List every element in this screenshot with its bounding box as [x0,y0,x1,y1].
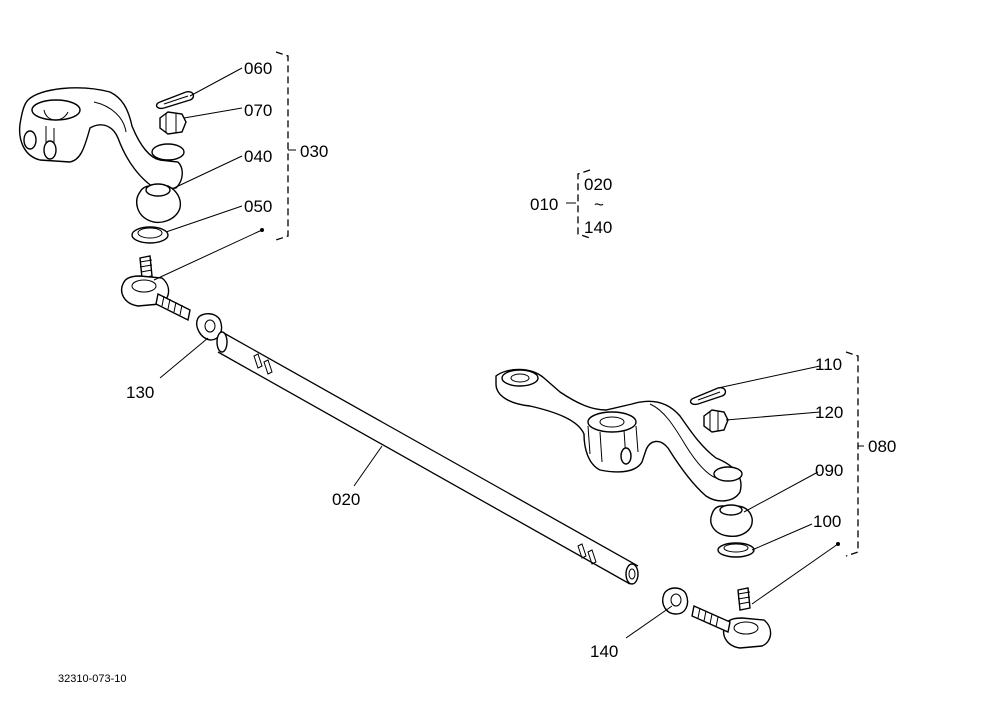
right-tie-rod-end [691,587,772,649]
cotter-pin-060 [155,90,195,110]
label-tilde: ~ [594,195,604,214]
label-050: 050 [244,197,272,216]
castle-nut-120 [703,409,729,433]
label-130: 130 [126,383,154,402]
label-020: 020 [332,490,360,509]
label-100: 100 [813,512,841,531]
label-020-range: 020 [584,175,612,194]
dust-seal-040 [136,183,182,224]
label-070: 070 [244,101,272,120]
cotter-pin-110 [689,386,727,406]
label-090: 090 [815,461,843,480]
dust-seal-090 [710,504,753,537]
left-tie-rod-end [120,255,191,322]
label-120: 120 [815,403,843,422]
left-knuckle-arm [18,87,185,191]
label-140: 140 [590,642,618,661]
drawing-number: 32310-073-10 [58,673,127,685]
tie-rod-020 [216,331,639,585]
leader-dot-left [260,228,264,232]
castle-nut-070 [159,111,187,135]
label-080: 080 [868,437,896,456]
label-060: 060 [244,59,272,78]
right-knuckle-arm [495,368,743,502]
label-040: 040 [244,147,272,166]
bracket-080 [845,351,864,557]
label-140-range: 140 [584,218,612,237]
label-010: 010 [530,195,558,214]
leader-lines [153,67,839,639]
ring-100 [717,542,755,558]
leader-dot-right [836,542,840,546]
bracket-010 [577,169,591,239]
label-110: 110 [815,355,842,374]
bracket-030 [275,51,296,241]
ring-050 [131,226,169,244]
label-030: 030 [300,142,328,161]
